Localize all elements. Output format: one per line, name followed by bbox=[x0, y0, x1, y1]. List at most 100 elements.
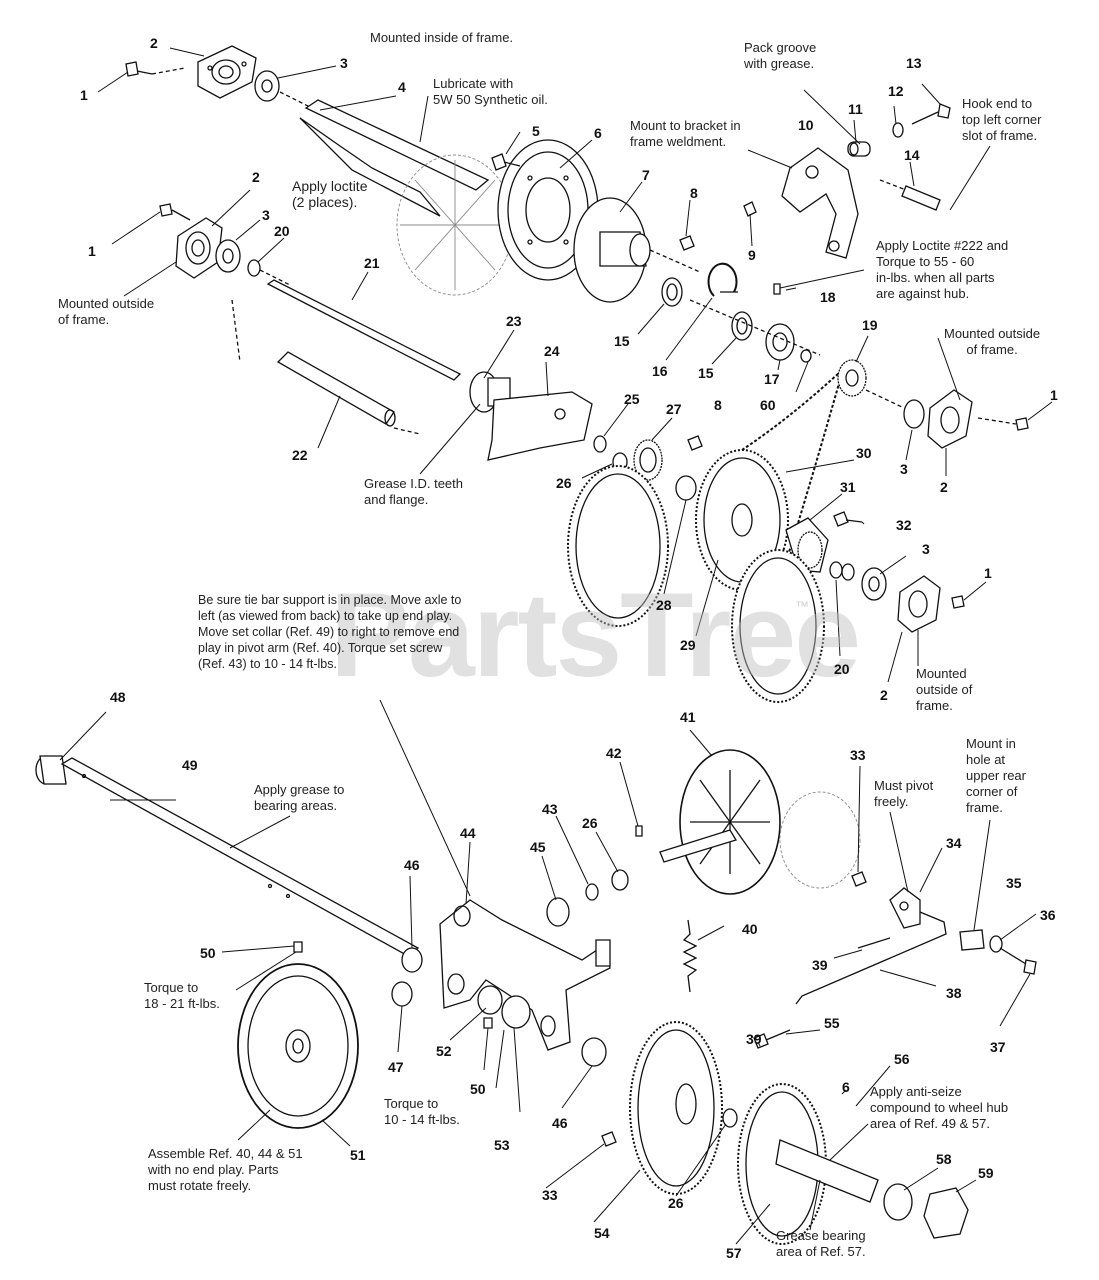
auger-wheel-ghost bbox=[397, 155, 513, 295]
rod-38 bbox=[796, 912, 946, 1004]
nut-33-top bbox=[852, 872, 866, 886]
callout-27: 27 bbox=[666, 401, 682, 417]
callout-6-lower: 6 bbox=[842, 1079, 850, 1095]
callout-39-lower: 39 bbox=[746, 1031, 762, 1047]
callout-49: 49 bbox=[182, 757, 198, 773]
callout-2: 2 bbox=[150, 35, 158, 51]
note-anti-seize: Apply anti-seize compound to wheel hub a… bbox=[870, 1084, 1009, 1131]
flange-2-top bbox=[198, 46, 256, 98]
callout-53: 53 bbox=[494, 1137, 510, 1153]
callout-1-left: 1 bbox=[88, 243, 96, 259]
callout-38: 38 bbox=[946, 985, 962, 1001]
screw-32 bbox=[834, 512, 862, 526]
link-34 bbox=[890, 888, 920, 928]
bearing-3-right-upper bbox=[904, 400, 924, 428]
callout-7: 7 bbox=[642, 167, 650, 183]
note-mounted-inside: Mounted inside of frame. bbox=[370, 30, 514, 45]
washer-26-bottom bbox=[723, 1109, 737, 1127]
nut-59 bbox=[924, 1188, 968, 1238]
callout-54: 54 bbox=[594, 1225, 610, 1241]
bushing-11 bbox=[848, 142, 870, 156]
callout-59: 59 bbox=[978, 1165, 994, 1181]
disc-41 bbox=[660, 750, 780, 894]
flange-2-right-lower bbox=[898, 576, 940, 632]
bolt-1-right-upper bbox=[978, 418, 1028, 430]
callout-15-b: 15 bbox=[698, 365, 714, 381]
gear-54 bbox=[630, 1022, 722, 1194]
callout-17: 17 bbox=[764, 371, 780, 387]
note-tie-bar: Be sure tie bar support is in place. Mov… bbox=[198, 593, 462, 671]
callout-48: 48 bbox=[110, 689, 126, 705]
axle-49 bbox=[36, 756, 418, 956]
callout-37: 37 bbox=[990, 1039, 1006, 1055]
callout-26-top: 26 bbox=[556, 475, 572, 491]
callout-47: 47 bbox=[388, 1059, 404, 1075]
rings-15-16-17 bbox=[662, 264, 794, 360]
callout-23: 23 bbox=[506, 313, 522, 329]
pulley-51 bbox=[238, 964, 358, 1128]
sprocket-19 bbox=[838, 360, 866, 396]
callout-26-mid: 26 bbox=[582, 815, 598, 831]
callout-5: 5 bbox=[532, 123, 540, 139]
callout-3-right: 3 bbox=[900, 461, 908, 477]
bearing-3-top bbox=[255, 71, 279, 101]
callout-50-lower: 50 bbox=[470, 1081, 486, 1097]
hub-7 bbox=[574, 198, 650, 302]
nut-8-mid bbox=[688, 436, 702, 450]
bushing-35 bbox=[960, 930, 984, 950]
shaft-21 bbox=[268, 280, 460, 380]
callout-32: 32 bbox=[896, 517, 912, 533]
callout-40: 40 bbox=[742, 921, 758, 937]
flange-2-left bbox=[176, 218, 222, 278]
callout-58: 58 bbox=[936, 1151, 952, 1167]
callout-20-lower: 20 bbox=[834, 661, 850, 677]
note-torque-18-21: Torque to 18 - 21 ft-lbs. bbox=[144, 980, 220, 1011]
note-mount-in-hole: Mount in hole at upper rear corner of fr… bbox=[966, 736, 1026, 815]
callout-25: 25 bbox=[624, 391, 640, 407]
callout-4: 4 bbox=[398, 79, 406, 95]
washer-58 bbox=[884, 1184, 912, 1220]
callout-21: 21 bbox=[364, 255, 380, 271]
disc-6 bbox=[498, 140, 598, 280]
bolt-1-right-lower bbox=[952, 596, 964, 608]
screw-5 bbox=[492, 154, 520, 170]
callout-2-lower: 2 bbox=[880, 687, 888, 703]
callout-33-top: 33 bbox=[850, 747, 866, 763]
bolt-37 bbox=[1000, 948, 1036, 974]
note-mount-bracket: Mount to bracket in frame weldment. bbox=[630, 118, 741, 149]
bushing-28 bbox=[676, 476, 696, 500]
callout-2-left: 2 bbox=[252, 169, 260, 185]
callout-22: 22 bbox=[292, 447, 308, 463]
pinion-27 bbox=[634, 440, 662, 480]
callout-1-lower: 1 bbox=[984, 565, 992, 581]
callout-29: 29 bbox=[680, 637, 696, 653]
nut-9 bbox=[744, 202, 756, 216]
tube-22 bbox=[278, 352, 395, 426]
callout-8: 8 bbox=[690, 185, 698, 201]
callout-10: 10 bbox=[798, 117, 814, 133]
callout-36: 36 bbox=[1040, 907, 1056, 923]
pin-39-upper bbox=[858, 938, 890, 948]
callout-26-bottom: 26 bbox=[668, 1195, 684, 1211]
nut-33-bottom bbox=[602, 1132, 616, 1146]
callout-20-left: 20 bbox=[274, 223, 290, 239]
note-mounted-outside-right: Mounted outside of frame. bbox=[944, 326, 1041, 357]
flange-2-right-upper bbox=[928, 390, 972, 448]
callout-13: 13 bbox=[906, 55, 922, 71]
callout-11: 11 bbox=[848, 101, 863, 117]
callout-8-mid: 8 bbox=[714, 397, 722, 413]
bolt-1-left bbox=[160, 204, 190, 220]
callout-33-bottom: 33 bbox=[542, 1187, 558, 1203]
note-lubricate: Lubricate with 5W 50 Synthetic oil. bbox=[433, 76, 548, 107]
callout-56: 56 bbox=[894, 1051, 910, 1067]
trademark-symbol: ™ bbox=[795, 598, 809, 614]
washer-36 bbox=[990, 936, 1002, 952]
callout-43: 43 bbox=[542, 801, 558, 817]
partstree-watermark: PartsTree bbox=[330, 568, 861, 702]
callout-3-left: 3 bbox=[262, 207, 270, 223]
gear-57 bbox=[738, 1084, 878, 1244]
callout-19: 19 bbox=[862, 317, 878, 333]
bolt-13 bbox=[912, 104, 950, 124]
note-apply-grease: Apply grease to bearing areas. bbox=[254, 782, 345, 813]
washer-26-mid bbox=[612, 870, 628, 890]
